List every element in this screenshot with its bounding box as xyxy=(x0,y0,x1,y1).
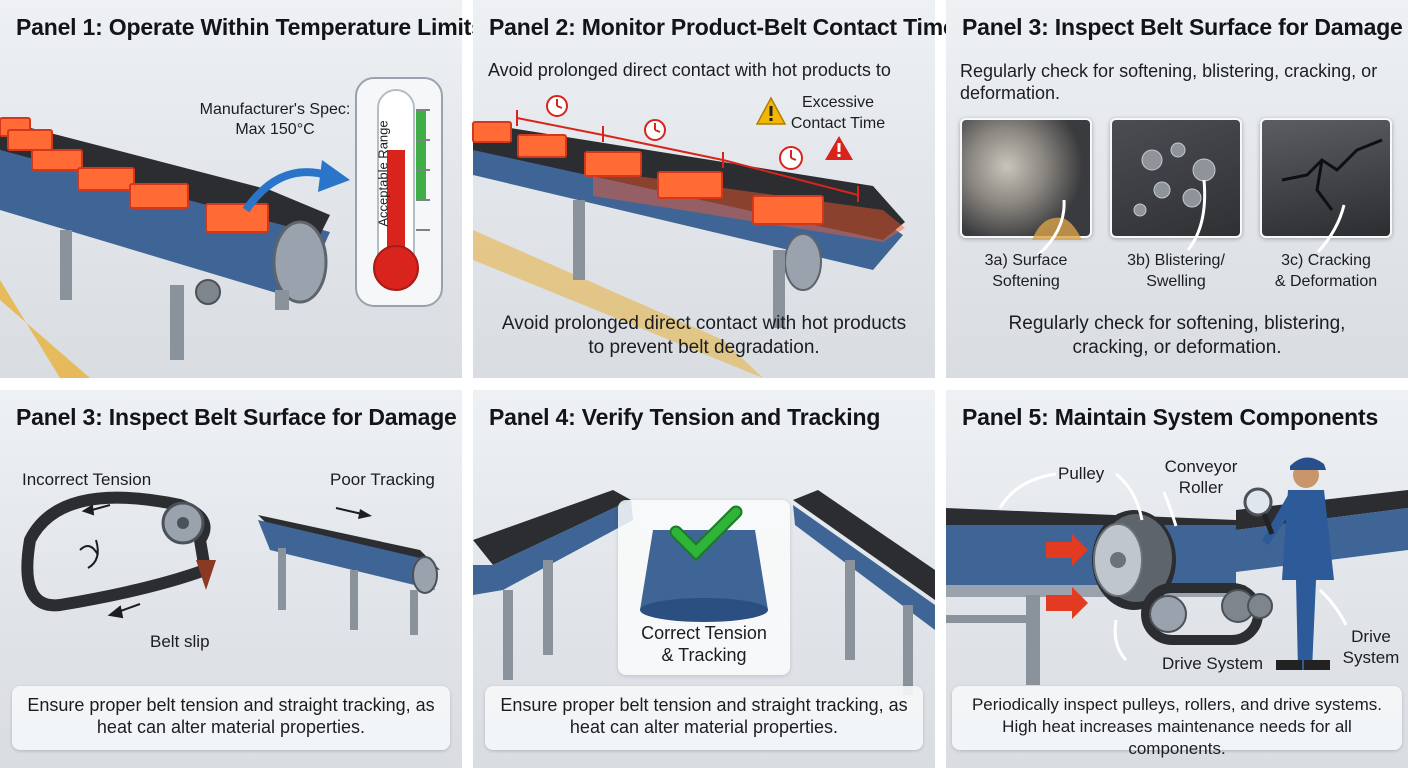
caption-line: Ensure proper belt tension and straight … xyxy=(27,695,435,715)
caption-line: High heat increases maintenance needs fo… xyxy=(1002,717,1352,758)
arrow-icon xyxy=(1046,534,1088,619)
panel-title: Panel 2: Monitor Product-Belt Contact Ti… xyxy=(489,14,956,40)
panel-inspect-surface: Panel 3: Inspect Belt Surface for Damage… xyxy=(946,0,1408,378)
correct-tension-card: Correct Tension & Tracking xyxy=(618,500,790,675)
panel-2-scene xyxy=(472,95,905,378)
gauge-range-label: Acceptable Range xyxy=(375,120,391,227)
label-pulley: Pulley xyxy=(1058,464,1105,483)
panel-caption: Periodically inspect pulleys, rollers, a… xyxy=(952,686,1402,758)
panel-caption: Regularly check for softening, blisterin… xyxy=(966,312,1388,360)
panel-caption: Ensure proper belt tension and straight … xyxy=(485,686,923,750)
correct-line: Correct Tension xyxy=(641,623,767,643)
label-line: Drive xyxy=(1351,627,1391,646)
drive-system-icon xyxy=(1141,583,1273,645)
magnifier-icon xyxy=(1243,487,1275,535)
panel-caption: Avoid prolonged direct contact with hot … xyxy=(493,312,915,360)
hot-products xyxy=(0,117,269,233)
callout-lines xyxy=(998,472,1348,662)
label-line: Conveyor xyxy=(1164,457,1238,476)
label-conveyor-roller: Conveyor Roller xyxy=(1156,456,1246,498)
swatch-label-cracking: 3c) Cracking & Deformation xyxy=(1252,250,1400,292)
correct-tension-label: Correct Tension & Tracking xyxy=(618,622,790,666)
spec-label-line: Manufacturer's Spec: xyxy=(199,101,351,118)
caption-line: heat can alter material properties. xyxy=(96,717,366,737)
warning-label: Excessive Contact Time xyxy=(773,92,903,134)
swatch-cracking xyxy=(1260,118,1392,238)
label-drive-system: Drive System xyxy=(1162,654,1264,673)
warning-line: Contact Time xyxy=(790,115,886,132)
blister-marks xyxy=(1133,142,1216,217)
pulley-icon xyxy=(1092,510,1176,610)
label-drive-system-right: Drive System xyxy=(1340,626,1402,668)
caption-line: heat can alter material properties. xyxy=(569,717,839,737)
label-line: Roller xyxy=(1178,478,1224,497)
swatch-softening xyxy=(960,118,1092,240)
panel-title: Panel 1: Operate Within Temperature Limi… xyxy=(16,14,484,40)
top-text: Regularly check for softening, blisterin… xyxy=(960,60,1377,104)
crack-marks xyxy=(1281,138,1383,211)
swatch-label-line: 3c) Cracking xyxy=(1281,252,1371,269)
caption-line: cracking, or deformation. xyxy=(1072,337,1282,358)
timeline-markers xyxy=(516,110,859,202)
warning-line: Excessive xyxy=(801,94,875,111)
swatch-label-line: & Deformation xyxy=(1274,273,1378,290)
caption-line: to prevent belt degradation. xyxy=(588,337,820,358)
checkmark-icon xyxy=(669,505,743,562)
misaligned-conveyor xyxy=(258,507,440,635)
top-text: Avoid prolonged direct contact with hot … xyxy=(488,60,891,80)
correct-line: & Tracking xyxy=(661,645,747,665)
swatch-label-blistering: 3b) Blistering/ Swelling xyxy=(1110,250,1242,292)
arrow-icon xyxy=(242,160,350,213)
straight-belt xyxy=(640,505,768,622)
caption-line: Periodically inspect pulleys, rollers, a… xyxy=(971,695,1383,714)
caption-line: Ensure proper belt tension and straight … xyxy=(500,695,908,715)
top-line: deformation. xyxy=(960,83,1061,103)
softening-mark xyxy=(1032,217,1082,240)
label-poor-tracking: Poor Tracking xyxy=(330,470,435,489)
swatch-blistering xyxy=(1110,118,1242,238)
panel-temperature-limits: Panel 1: Operate Within Temperature Limi… xyxy=(0,0,484,378)
label-belt-slip: Belt slip xyxy=(150,632,210,651)
panel-5-scene xyxy=(473,490,935,695)
panel-tension-problems: Panel 3: Inspect Belt Surface for Damage… xyxy=(0,390,462,768)
panel-contact-time: Panel 2: Monitor Product-Belt Contact Ti… xyxy=(472,0,956,378)
right-conveyor xyxy=(793,490,935,695)
panel-title: Panel 5: Maintain System Components xyxy=(962,404,1379,430)
panel-4-scene xyxy=(21,491,440,635)
label-incorrect-tension: Incorrect Tension xyxy=(22,470,152,489)
panel-6-scene xyxy=(946,457,1408,685)
swatch-label-line: 3a) Surface xyxy=(984,252,1068,269)
panel-title: Panel 3: Inspect Belt Surface for Damage xyxy=(962,14,1403,40)
arrow-icon xyxy=(79,504,141,619)
caption-line: Regularly check for softening, blisterin… xyxy=(1008,313,1346,334)
clock-icon xyxy=(546,95,803,170)
panel-caption: Ensure proper belt tension and straight … xyxy=(12,686,450,750)
warning-icon xyxy=(755,96,853,160)
swatch-label-softening: 3a) Surface Softening xyxy=(960,250,1092,292)
slack-belt xyxy=(21,491,216,612)
label-line: System xyxy=(1342,648,1400,667)
hot-products xyxy=(472,121,824,225)
top-line: Regularly check for softening, blisterin… xyxy=(960,61,1378,81)
thermometer-icon xyxy=(355,77,443,307)
caption-line: Avoid prolonged direct contact with hot … xyxy=(501,313,907,334)
panel-system-components: Panel 5: Maintain System Components Pull… xyxy=(946,390,1408,768)
panel-title: Panel 4: Verify Tension and Tracking xyxy=(489,404,881,430)
swatch-label-line: Swelling xyxy=(1146,273,1206,290)
swatch-label-line: Softening xyxy=(992,273,1060,290)
left-conveyor xyxy=(473,490,633,680)
panel-1-scene xyxy=(0,77,443,378)
swatch-label-line: 3b) Blistering/ xyxy=(1127,252,1225,269)
spec-value: Max 150°C xyxy=(235,121,315,138)
spec-label: Manufacturer's Spec: Max 150°C xyxy=(190,100,360,140)
panel-title: Panel 3: Inspect Belt Surface for Damage xyxy=(16,404,457,430)
panel-tension-tracking: Correct Tension & Tracking Panel 4: Veri… xyxy=(473,390,935,768)
